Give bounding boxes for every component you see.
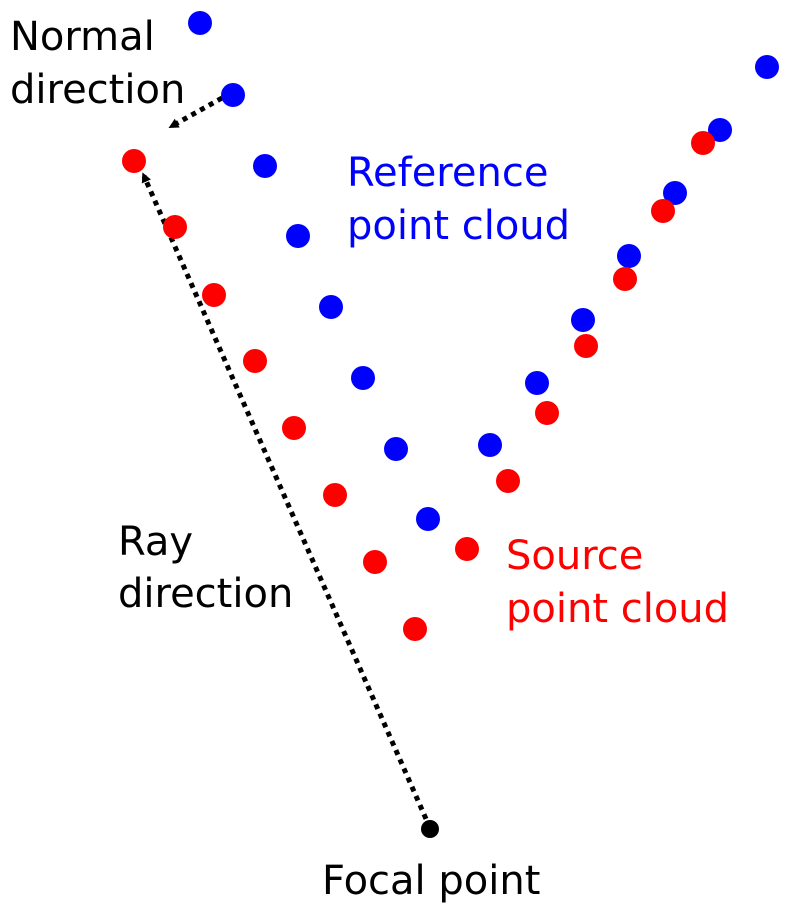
source-point-cloud-label: Source point cloud xyxy=(506,533,729,632)
reference-point xyxy=(416,507,440,531)
reference-point-cloud-label: Reference point cloud xyxy=(347,150,570,249)
reference-point xyxy=(708,118,732,142)
source-point xyxy=(455,537,479,561)
reference-point xyxy=(755,55,779,79)
reference-point xyxy=(384,437,408,461)
reference-point xyxy=(188,11,212,35)
source-point xyxy=(122,149,146,173)
source-point xyxy=(691,131,715,155)
reference-point xyxy=(351,366,375,390)
reference-point xyxy=(221,83,245,107)
source-point-cloud xyxy=(122,131,715,641)
normal-direction-label: Normal direction xyxy=(10,14,185,113)
reference-point-cloud xyxy=(188,11,779,531)
reference-point xyxy=(478,433,502,457)
source-point xyxy=(496,469,520,493)
reference-point xyxy=(663,181,687,205)
source-point xyxy=(323,483,347,507)
focal-point-marker xyxy=(421,820,439,838)
reference-point xyxy=(286,224,310,248)
source-point xyxy=(163,215,187,239)
source-point xyxy=(202,283,226,307)
reference-point xyxy=(617,244,641,268)
source-point xyxy=(403,617,427,641)
source-point xyxy=(282,416,306,440)
source-point xyxy=(243,349,267,373)
reference-point xyxy=(525,371,549,395)
ray-direction-arrow xyxy=(141,172,433,830)
source-point xyxy=(613,267,637,291)
reference-point xyxy=(253,154,277,178)
source-point xyxy=(363,550,387,574)
source-point xyxy=(535,401,559,425)
reference-point xyxy=(571,308,595,332)
reference-point xyxy=(319,295,343,319)
source-point xyxy=(651,199,675,223)
source-point xyxy=(574,334,598,358)
ray-direction-label: Ray direction xyxy=(118,519,293,617)
focal-point-label: Focal point xyxy=(322,858,540,904)
